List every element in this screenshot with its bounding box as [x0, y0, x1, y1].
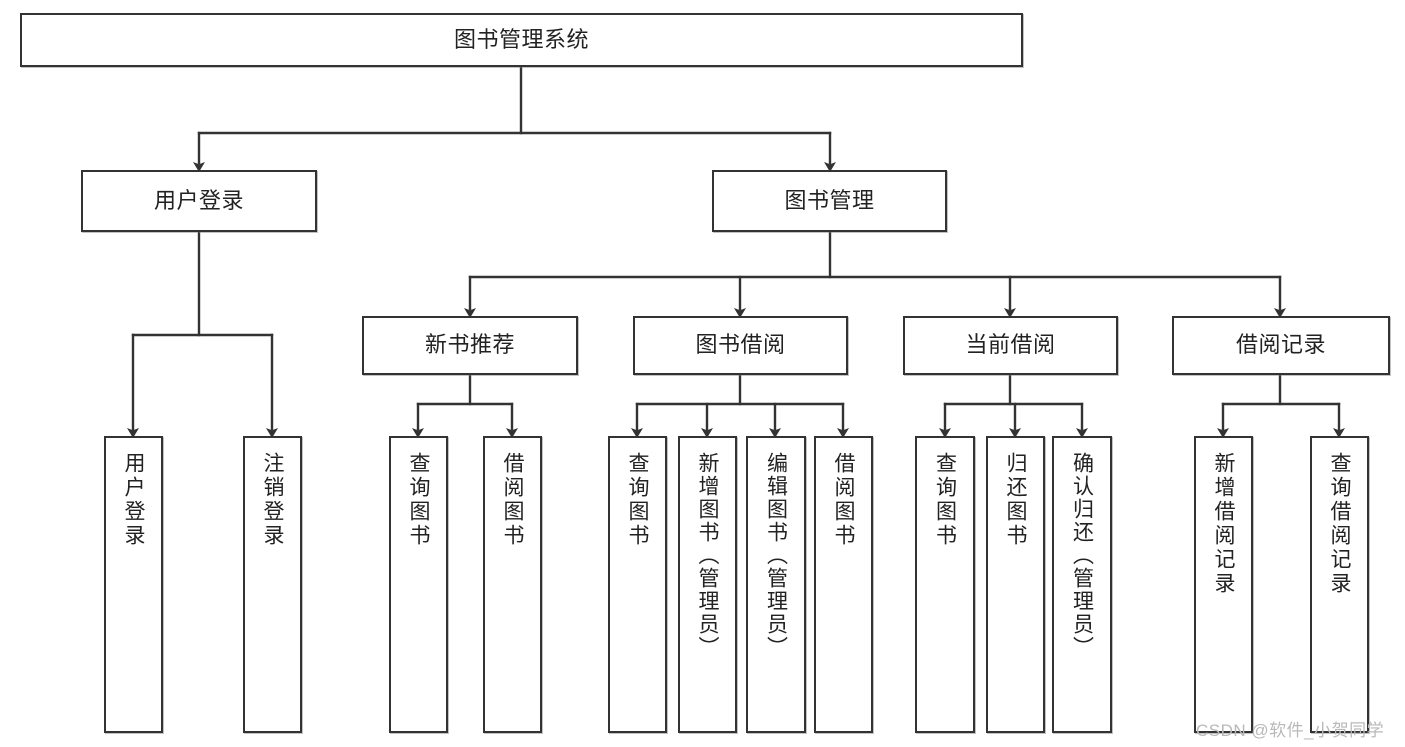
- leaf-logout-login-label: 注销登录: [261, 452, 284, 548]
- leaf-query-book-3[interactable]: 查询图书: [915, 436, 975, 733]
- leaf-borrow-book-1[interactable]: 借阅图书: [483, 436, 542, 733]
- node-user-login-label: 用户登录: [153, 187, 244, 213]
- leaf-user-login[interactable]: 用户登录: [104, 436, 163, 733]
- node-book-borrow-label: 图书借阅: [695, 332, 786, 358]
- node-current-borrow-label: 当前借阅: [965, 332, 1056, 358]
- node-new-book-rec-label: 新书推荐: [424, 332, 515, 358]
- leaf-add-book[interactable]: 新增图书（管理员）: [678, 436, 737, 733]
- leaf-query-book-1-label: 查询图书: [407, 452, 430, 548]
- node-new-book-rec[interactable]: 新书推荐: [362, 316, 578, 375]
- leaf-query-record[interactable]: 查询借阅记录: [1310, 436, 1369, 733]
- node-user-login[interactable]: 用户登录: [81, 170, 317, 232]
- leaf-add-book-label: 新增图书（管理员）: [696, 452, 719, 659]
- leaf-user-login-label: 用户登录: [122, 452, 145, 548]
- leaf-query-book-2[interactable]: 查询图书: [608, 436, 667, 733]
- node-borrow-record-label: 借阅记录: [1235, 332, 1326, 358]
- leaf-borrow-book-2-label: 借阅图书: [832, 452, 855, 548]
- leaf-logout-login[interactable]: 注销登录: [243, 436, 302, 733]
- node-borrow-record[interactable]: 借阅记录: [1172, 316, 1390, 375]
- leaf-confirm-return[interactable]: 确认归还（管理员）: [1052, 436, 1112, 733]
- leaf-borrow-book-1-label: 借阅图书: [501, 452, 524, 548]
- node-root[interactable]: 图书管理系统: [20, 13, 1023, 67]
- csdn-watermark: CSDN @软件_小贺同学: [1196, 721, 1385, 740]
- leaf-edit-book-label: 编辑图书（管理员）: [764, 452, 788, 659]
- node-book-manage[interactable]: 图书管理: [712, 170, 947, 232]
- leaf-query-record-label: 查询借阅记录: [1328, 452, 1351, 596]
- leaf-edit-book[interactable]: 编辑图书（管理员）: [746, 436, 806, 733]
- node-root-label: 图书管理系统: [453, 26, 589, 52]
- leaf-query-book-3-label: 查询图书: [933, 452, 957, 548]
- leaf-query-book-1[interactable]: 查询图书: [389, 436, 448, 733]
- leaf-confirm-return-label: 确认归还（管理员）: [1070, 452, 1094, 659]
- leaf-return-book-label: 归还图书: [1004, 452, 1027, 548]
- leaf-add-record[interactable]: 新增借阅记录: [1194, 436, 1253, 733]
- node-book-manage-label: 图书管理: [784, 187, 875, 213]
- leaf-add-record-label: 新增借阅记录: [1212, 452, 1235, 596]
- node-current-borrow[interactable]: 当前借阅: [903, 316, 1118, 375]
- node-book-borrow[interactable]: 图书借阅: [633, 316, 848, 375]
- leaf-query-book-2-label: 查询图书: [626, 452, 649, 548]
- leaf-return-book[interactable]: 归还图书: [986, 436, 1045, 733]
- leaf-borrow-book-2[interactable]: 借阅图书: [814, 436, 873, 733]
